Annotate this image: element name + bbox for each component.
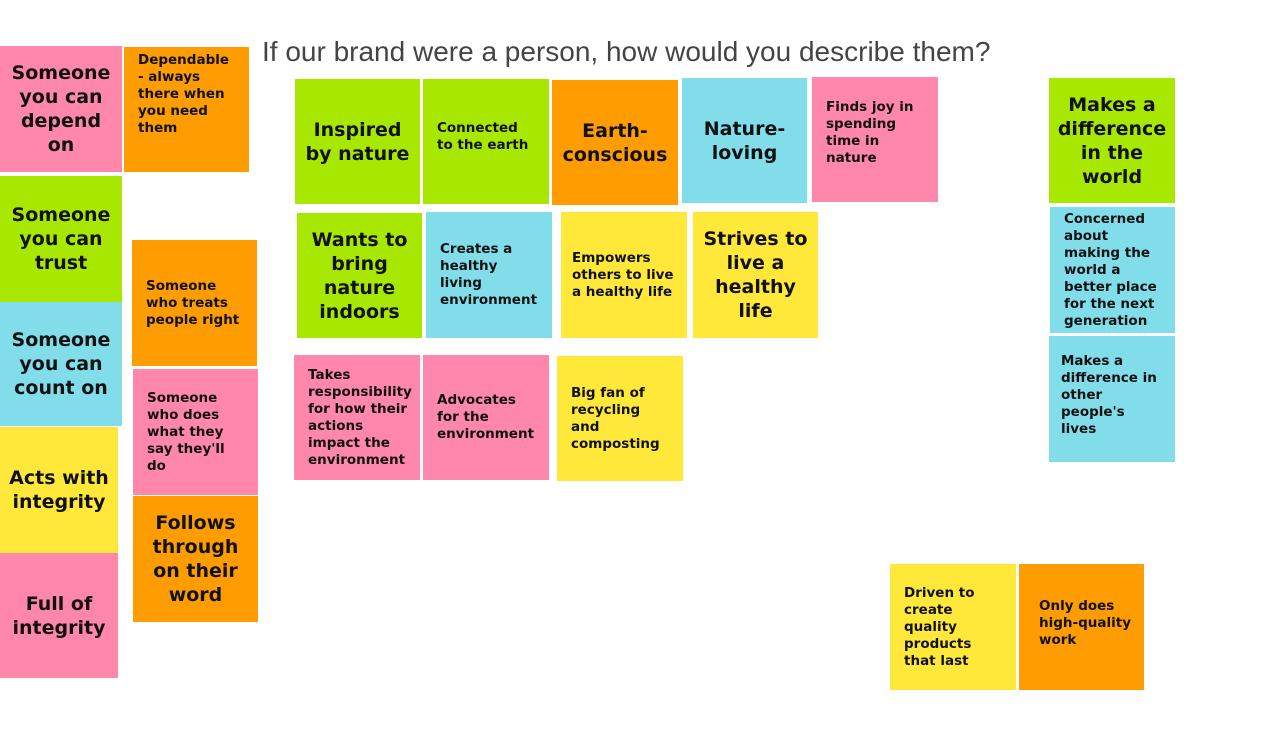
note-text: Earth-conscious: [562, 119, 668, 166]
sticky-note[interactable]: Empowers others to live a healthy life: [561, 212, 687, 338]
note-text: Someone you can trust: [11, 204, 111, 274]
note-text: Advocates for the environment: [437, 392, 535, 442]
sticky-note[interactable]: Connected to the earth: [423, 79, 549, 204]
note-text: Someone you can depend on: [11, 62, 111, 156]
sticky-note[interactable]: Takes responsibility for how their actio…: [294, 355, 420, 480]
note-text: Empowers others to live a healthy life: [572, 249, 674, 300]
sticky-note[interactable]: Nature-loving: [682, 78, 807, 203]
sticky-note[interactable]: Someone you can trust: [0, 176, 122, 302]
sticky-note[interactable]: Finds joy in spending time in nature: [812, 77, 938, 202]
note-text: Wants to bring nature indoors: [311, 228, 408, 323]
note-text: Creates a healthy living environment: [440, 241, 538, 308]
note-text: Big fan of recycling and composting: [571, 384, 660, 452]
sticky-note[interactable]: Makes a difference in other people's liv…: [1049, 336, 1175, 462]
note-text: Someone you can count on: [11, 329, 111, 399]
note-text: Follows through on their word: [152, 512, 239, 606]
sticky-note[interactable]: Follows through on their word: [133, 496, 258, 622]
note-text: Someone who treats people right: [146, 277, 240, 328]
note-text: Strives to live a healthy life: [703, 228, 808, 322]
note-text: Only does high-quality work: [1039, 597, 1132, 648]
sticky-note[interactable]: Inspired by nature: [295, 79, 420, 204]
note-text: Dependable - always there when you need …: [138, 52, 230, 136]
sticky-note[interactable]: Earth-conscious: [552, 80, 678, 205]
note-text: Full of integrity: [12, 592, 106, 639]
sticky-note[interactable]: Someone who does what they say they'll d…: [133, 369, 258, 495]
sticky-note[interactable]: Wants to bring nature indoors: [297, 213, 422, 338]
sticky-note[interactable]: Advocates for the environment: [423, 355, 549, 480]
note-text: Takes responsibility for how their actio…: [308, 366, 412, 468]
sticky-note[interactable]: Someone you can depend on: [0, 46, 122, 172]
sticky-note[interactable]: Dependable - always there when you need …: [124, 47, 249, 172]
sticky-note[interactable]: Makes a difference in the world: [1049, 78, 1175, 203]
note-text: Makes a difference in other people's liv…: [1061, 352, 1157, 437]
sticky-note[interactable]: Only does high-quality work: [1019, 564, 1144, 690]
sticky-note[interactable]: Full of integrity: [0, 553, 118, 678]
sticky-note[interactable]: Concerned about making the world a bette…: [1050, 207, 1175, 333]
note-text: Inspired by nature: [305, 118, 410, 165]
page-title: If our brand were a person, how would yo…: [262, 36, 991, 67]
note-text: Driven to create quality products that l…: [904, 584, 975, 669]
sticky-note[interactable]: Big fan of recycling and composting: [557, 356, 683, 481]
sticky-note[interactable]: Someone you can count on: [0, 302, 122, 426]
sticky-note[interactable]: Someone who treats people right: [132, 240, 257, 366]
note-text: Connected to the earth: [437, 119, 529, 153]
note-text: Makes a difference in the world: [1057, 93, 1167, 188]
note-text: Concerned about making the world a bette…: [1064, 210, 1157, 329]
sticky-note[interactable]: Driven to create quality products that l…: [890, 564, 1016, 690]
note-text: Finds joy in spending time in nature: [826, 98, 914, 166]
note-text: Nature-loving: [703, 117, 786, 164]
sticky-note[interactable]: Strives to live a healthy life: [693, 212, 818, 338]
note-text: Acts with integrity: [9, 467, 109, 513]
sticky-note[interactable]: Creates a healthy living environment: [426, 212, 552, 338]
sticky-note[interactable]: Acts with integrity: [0, 427, 118, 553]
note-text: Someone who does what they say they'll d…: [147, 389, 225, 474]
